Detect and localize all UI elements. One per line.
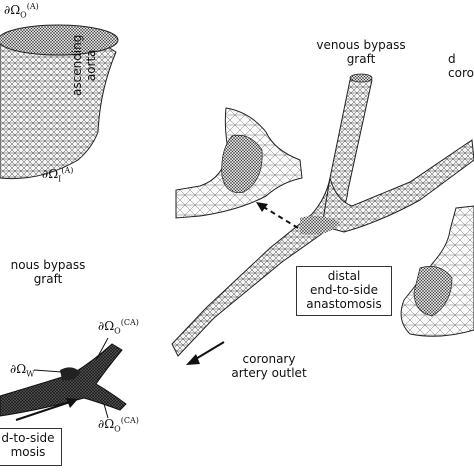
coronary-artery-outlet-label: coronary artery outlet bbox=[231, 352, 307, 380]
distal-anastomosis-box: distal end-to-side anastomosis bbox=[296, 266, 392, 316]
coronary-artery-mesh bbox=[0, 343, 127, 417]
coronary-partial-label: d coron bbox=[448, 52, 474, 80]
proximal-anastomosis-box: d-to-side mosis bbox=[0, 428, 62, 466]
ascending-aorta-mesh bbox=[0, 24, 119, 180]
wall-pointer-lines bbox=[33, 337, 109, 419]
ca-outlet-bottom-label: ∂ΩO(CA) bbox=[98, 416, 139, 434]
wall-label: ∂ΩW bbox=[10, 362, 35, 379]
bottom-arrow bbox=[15, 398, 78, 421]
venous-bypass-graft-left-label: nous bypass graft bbox=[10, 258, 86, 286]
venous-bypass-graft-mesh bbox=[171, 73, 474, 357]
ascending-aorta-label: ascending aorta bbox=[70, 34, 98, 96]
anastomosis-inset-right bbox=[400, 205, 474, 337]
aorta-outlet-label: ∂ΩO(A) bbox=[4, 2, 39, 20]
aorta-inlet-label: ∂ΩI(A) bbox=[42, 166, 74, 184]
dashed-arrow bbox=[256, 202, 299, 229]
anastomosis-inset-left bbox=[175, 107, 303, 219]
ca-outlet-top-label: ∂ΩO(CA) bbox=[98, 318, 139, 336]
coronary-outlet-arrow bbox=[186, 341, 225, 365]
venous-bypass-graft-label: venous bypass graft bbox=[316, 38, 406, 66]
